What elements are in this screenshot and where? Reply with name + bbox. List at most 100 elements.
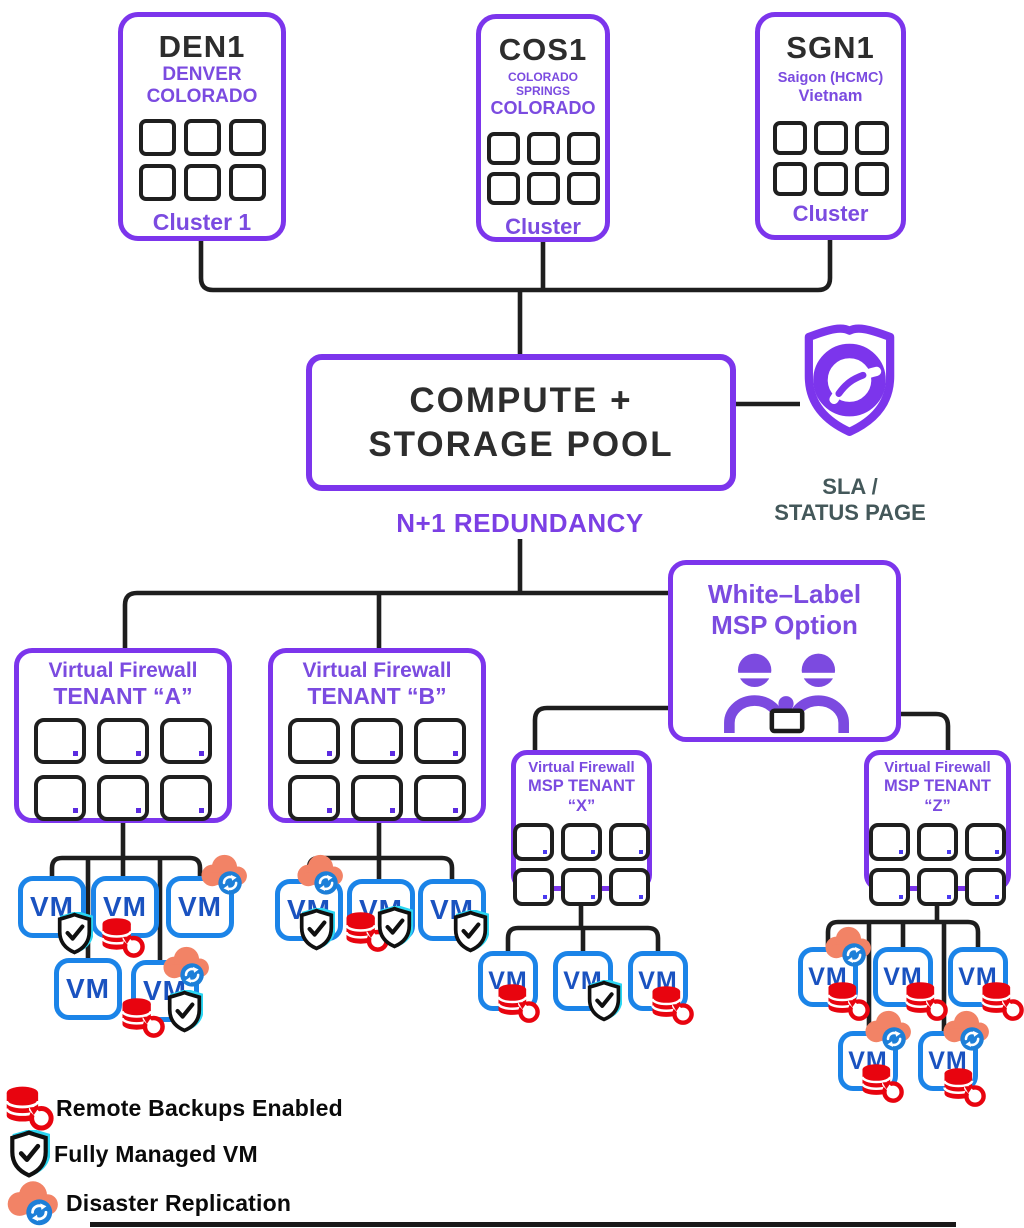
compute-storage-pool: COMPUTE + STORAGE POOL xyxy=(306,354,736,491)
datacenter-code: COS1 xyxy=(498,32,588,67)
remote-backup-icon xyxy=(120,996,167,1039)
datacenter-region-line1: DENVER xyxy=(162,63,242,85)
server-node xyxy=(183,119,221,157)
disaster-replication-icon xyxy=(860,1008,915,1053)
virtual-firewall-tenant-a: Virtual Firewall TENANT “A” xyxy=(14,648,232,823)
msp-partners-icon xyxy=(709,647,861,734)
fully-managed-vm-icon xyxy=(452,910,489,953)
firewall-title-line1: Virtual Firewall xyxy=(48,659,198,682)
remote-backup-icon xyxy=(4,1084,56,1132)
firewall-vm-grid xyxy=(869,822,1006,906)
vm-slot xyxy=(97,774,149,821)
firewall-vm-grid xyxy=(34,717,212,821)
vm-slot xyxy=(965,867,1006,906)
datacenter-sgn1: SGN1 Saigon (HCMC) Vietnam Cluster xyxy=(755,12,906,240)
vm-slot xyxy=(965,822,1006,861)
legend-label: Disaster Replication xyxy=(66,1189,292,1216)
firewall-title-line2: MSP TENANT “Z” xyxy=(884,777,991,815)
datacenter-code: DEN1 xyxy=(158,29,246,64)
legend-item-remote-backups: Remote Backups Enabled xyxy=(4,1084,343,1132)
disaster-replication-icon xyxy=(292,852,347,897)
fully-managed-vm-icon xyxy=(298,908,335,951)
remote-backup-icon xyxy=(860,1062,906,1104)
vm-slot xyxy=(513,822,554,861)
pool-title-line1: COMPUTE + xyxy=(409,380,633,420)
cluster-label: Cluster xyxy=(792,200,869,226)
server-node xyxy=(486,171,520,205)
server-node xyxy=(813,161,848,196)
vm-slot xyxy=(288,774,340,821)
firewall-vm-grid xyxy=(288,717,466,821)
sla-status-label: SLA / STATUS PAGE xyxy=(770,474,930,527)
fully-managed-vm-icon xyxy=(8,1130,50,1178)
firewall-vm-grid xyxy=(513,822,650,906)
virtual-firewall-msp-tenant-x: Virtual Firewall MSP TENANT “X” xyxy=(511,750,652,906)
vm-slot xyxy=(609,867,650,906)
server-grid xyxy=(138,119,266,202)
virtual-firewall-tenant-b: Virtual Firewall TENANT “B” xyxy=(268,648,486,823)
vm-slot xyxy=(414,774,466,821)
firewall-title-line2: MSP TENANT “X” xyxy=(528,777,635,815)
server-node xyxy=(526,171,560,205)
sla-line2: STATUS PAGE xyxy=(774,500,926,526)
server-node xyxy=(183,164,221,202)
sla-shield-gauge-icon xyxy=(791,322,908,442)
firewall-title-line1: Virtual Firewall xyxy=(302,659,452,682)
disaster-replication-icon xyxy=(2,1178,62,1228)
cluster-label: Cluster 1 xyxy=(152,209,252,236)
server-node xyxy=(772,161,807,196)
white-label-msp-box: White–Label MSP Option xyxy=(668,560,901,742)
remote-backup-icon xyxy=(942,1066,988,1108)
cluster-label: Cluster xyxy=(505,213,581,239)
disaster-replication-icon xyxy=(158,944,213,989)
server-node xyxy=(526,131,560,165)
server-node xyxy=(138,119,176,157)
server-node xyxy=(566,131,600,165)
legend-label: Remote Backups Enabled xyxy=(56,1094,343,1121)
server-node xyxy=(854,120,889,155)
server-node xyxy=(813,120,848,155)
vm-slot xyxy=(414,717,466,764)
vm-slot xyxy=(97,717,149,764)
remote-backup-icon xyxy=(650,984,696,1026)
fully-managed-vm-icon xyxy=(166,990,203,1033)
vm-slot xyxy=(917,822,958,861)
vm-slot xyxy=(513,867,554,906)
fully-managed-vm-icon xyxy=(586,980,622,1022)
redundancy-label: N+1 REDUNDANCY xyxy=(370,508,670,539)
vm-slot xyxy=(288,717,340,764)
disaster-replication-icon xyxy=(196,852,251,897)
sla-line1: SLA / xyxy=(822,474,878,499)
server-grid xyxy=(486,131,600,205)
msp-title-line2: MSP Option xyxy=(711,610,858,641)
vm-box: VM xyxy=(166,876,234,938)
server-node xyxy=(486,131,520,165)
vm-slot xyxy=(917,867,958,906)
vm-slot xyxy=(160,774,212,821)
vm-slot xyxy=(561,822,602,861)
bottom-edge-bar xyxy=(90,1222,956,1227)
vm-slot xyxy=(160,717,212,764)
vm-slot xyxy=(351,774,403,821)
datacenter-cos1: COS1 COLORADO SPRINGS COLORADO Cluster xyxy=(476,14,610,242)
server-node xyxy=(772,120,807,155)
datacenter-region-line2: COLORADO xyxy=(146,86,258,108)
server-grid xyxy=(772,120,889,196)
vm-box: VM xyxy=(948,947,1008,1007)
datacenter-region-line2: COLORADO xyxy=(490,98,596,119)
server-node xyxy=(138,164,176,202)
vm-slot xyxy=(869,867,910,906)
datacenter-code: SGN1 xyxy=(786,30,875,65)
fully-managed-vm-icon xyxy=(56,912,93,955)
server-node xyxy=(566,171,600,205)
datacenter-region-line1: Saigon (HCMC) xyxy=(777,69,884,86)
legend-item-fully-managed: Fully Managed VM xyxy=(8,1130,258,1178)
vm-box: VM xyxy=(873,947,933,1007)
vm-slot xyxy=(609,822,650,861)
remote-backup-icon xyxy=(496,982,542,1024)
datacenter-region-line1: COLORADO SPRINGS xyxy=(508,69,578,98)
server-node xyxy=(228,119,266,157)
server-node xyxy=(854,161,889,196)
legend-item-disaster-replication: Disaster Replication xyxy=(2,1178,291,1228)
datacenter-region-line2: Vietnam xyxy=(798,86,863,105)
